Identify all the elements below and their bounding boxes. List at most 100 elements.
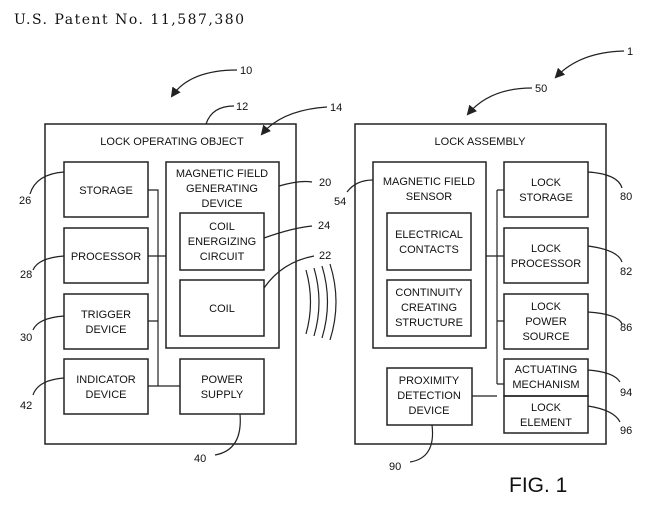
coil-label: COIL: [209, 303, 235, 315]
leader-ref-22: [263, 255, 315, 289]
coil-circuit-label-3: CIRCUIT: [200, 251, 245, 263]
lock-processor-label-1: LOCK: [531, 243, 562, 255]
figure-label: FIG. 1: [509, 474, 568, 497]
ref-50: 50: [535, 83, 547, 95]
arrow-ref-14: [260, 106, 328, 136]
continuity-label-1: CONTINUITY: [395, 287, 463, 299]
lock-storage-label-1: LOCK: [531, 177, 562, 189]
leader-ref-26: [29, 171, 65, 195]
lock-operating-object-title: LOCK OPERATING OBJECT: [100, 136, 244, 148]
ref-30: 30: [20, 332, 32, 344]
leader-ref-90: [409, 424, 434, 463]
proximity-label-1: PROXIMITY: [399, 375, 460, 387]
lock-element-box: [503, 395, 589, 434]
leader-ref-30: [32, 315, 65, 331]
leader-ref-40: [214, 413, 241, 456]
trigger-device-label-2: DEVICE: [86, 324, 127, 336]
ref-28: 28: [20, 269, 32, 281]
sensor-label-2: SENSOR: [406, 191, 453, 203]
processor-label: PROCESSOR: [71, 251, 141, 263]
mfg-label-2: GENERATING: [186, 183, 258, 195]
leader-ref-28: [32, 255, 65, 271]
field-arc: [321, 265, 329, 339]
storage-box: [63, 161, 149, 218]
leader-ref-96: [587, 405, 621, 423]
ref-26: 26: [19, 195, 31, 207]
trigger-device-box: [63, 293, 149, 350]
ref-96: 96: [620, 425, 632, 437]
indicator-device-box: [63, 358, 149, 415]
leader-ref-94: [587, 369, 621, 383]
arrow-ref-1: [554, 50, 625, 79]
leader-ref-86: [587, 311, 623, 325]
ref-42: 42: [20, 400, 32, 412]
lock-power-label-3: SOURCE: [522, 331, 569, 343]
left-bus: [148, 189, 180, 387]
field-arc: [329, 263, 337, 341]
ref-20: 20: [319, 177, 331, 189]
lock-processor-label-2: PROCESSOR: [511, 258, 581, 270]
lock-processor-box: [503, 227, 589, 284]
proximity-detection-device-box: [386, 367, 473, 426]
ref-82: 82: [620, 266, 632, 278]
ref-54: 54: [334, 196, 346, 208]
leader-ref-80: [587, 171, 623, 189]
sensor-label-1: MAGNETIC FIELD: [383, 176, 475, 188]
ref-14: 14: [330, 102, 342, 114]
magnetic-field-generating-device-box: [165, 161, 280, 349]
indicator-device-label-2: DEVICE: [86, 389, 127, 401]
contacts-label-2: CONTACTS: [399, 244, 459, 256]
arrow-ref-10: [170, 69, 238, 98]
lock-power-label-1: LOCK: [531, 301, 562, 313]
right-bus: [472, 189, 504, 397]
coil-circuit-label-1: COIL: [209, 221, 235, 233]
ref-10: 10: [240, 65, 252, 77]
field-arc: [313, 267, 320, 337]
magnetic-field-waves: [305, 263, 337, 341]
ref-1: 1: [627, 46, 633, 58]
leader-ref-42: [32, 377, 65, 396]
continuity-label-3: STRUCTURE: [395, 317, 463, 329]
lock-power-label-2: POWER: [525, 316, 567, 328]
lock-element-label-1: LOCK: [531, 402, 562, 414]
ref-12: 12: [236, 101, 248, 113]
ref-86: 86: [620, 322, 632, 334]
ref-22: 22: [319, 250, 331, 262]
leader-ref-12: [205, 105, 235, 125]
contacts-label-1: ELECTRICAL: [395, 229, 463, 241]
power-supply-label-2: SUPPLY: [201, 389, 244, 401]
continuity-creating-structure-box: [386, 279, 472, 337]
power-supply-box: [179, 358, 265, 415]
proximity-label-3: DEVICE: [409, 405, 450, 417]
storage-label: STORAGE: [79, 185, 133, 197]
lock-assembly-box: [354, 123, 607, 445]
lock-storage-label-2: STORAGE: [519, 192, 573, 204]
ref-94: 94: [620, 387, 632, 399]
arrow-ref-50: [466, 87, 533, 116]
proximity-label-2: DETECTION: [397, 390, 461, 402]
leader-ref-24: [263, 225, 313, 239]
processor-box: [63, 227, 149, 284]
lock-assembly-title: LOCK ASSEMBLY: [435, 136, 527, 148]
ref-80: 80: [620, 191, 632, 203]
leader-ref-20: [278, 180, 313, 187]
ref-90: 90: [389, 461, 401, 473]
mfg-label-3: DEVICE: [202, 198, 243, 210]
lock-power-source-box: [503, 293, 589, 350]
continuity-label-2: CREATING: [401, 302, 457, 314]
electrical-contacts-box: [386, 212, 472, 271]
lock-operating-object-box: [44, 123, 297, 445]
actuating-label-1: ACTUATING: [515, 364, 578, 376]
lock-storage-box: [503, 161, 589, 218]
patent-number: U.S. Patent No. 11,587,380: [14, 12, 246, 28]
mfg-label-1: MAGNETIC FIELD: [176, 168, 268, 180]
ref-40: 40: [194, 453, 206, 465]
leader-ref-54: [346, 179, 374, 193]
ref-24: 24: [318, 220, 330, 232]
coil-energizing-circuit-box: [179, 212, 265, 271]
actuating-label-2: MECHANISM: [512, 379, 579, 391]
lock-element-label-2: ELEMENT: [520, 417, 572, 429]
power-supply-label-1: POWER: [201, 374, 243, 386]
leader-ref-82: [587, 245, 623, 263]
